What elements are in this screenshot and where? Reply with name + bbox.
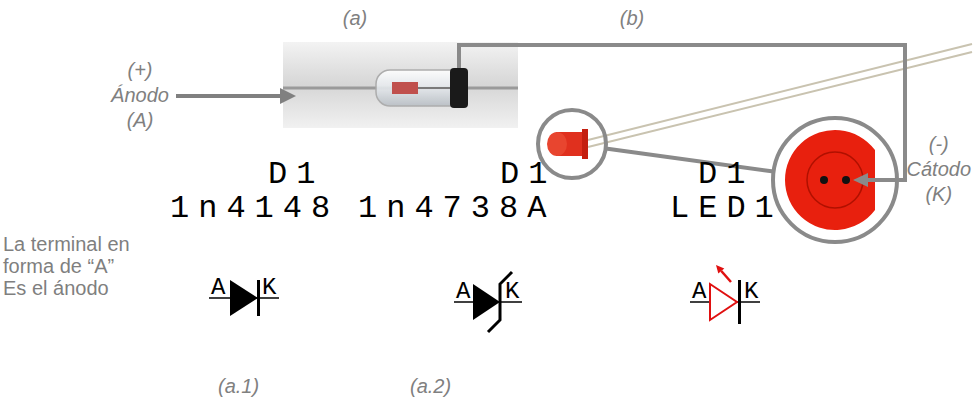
pin-label: K	[262, 276, 276, 300]
led-pin	[820, 176, 828, 184]
diode-photo	[283, 42, 518, 128]
led-dome	[547, 132, 567, 156]
view-label: (a)	[343, 6, 367, 31]
view-label: (b)	[620, 6, 644, 31]
light-arrow	[721, 271, 731, 282]
anode-arrow	[176, 88, 296, 104]
pin-label: A	[456, 280, 470, 304]
diode-die	[392, 82, 418, 94]
led-lead	[588, 52, 972, 147]
arrow-head	[716, 265, 724, 274]
part-number: LED1	[670, 192, 783, 226]
arrow-head	[280, 88, 296, 104]
part-number: 1n4738A	[358, 192, 555, 226]
pin-label: A	[692, 280, 706, 304]
led-lead	[588, 44, 972, 140]
part-designator: D1	[268, 158, 324, 192]
led-pin	[842, 176, 850, 184]
diode-triangle	[230, 280, 258, 316]
diode-triangle	[473, 284, 500, 320]
figure-label: (a.2)	[410, 374, 451, 399]
led-triangle	[710, 284, 737, 320]
diode-bar	[257, 280, 260, 316]
led-bottom-view	[785, 130, 875, 230]
part-number: 1n4148	[170, 192, 339, 226]
figure-label: (a.1)	[218, 374, 259, 399]
cathode-label: (-) Cátodo (K)	[907, 132, 971, 207]
anode-label: (+) Ánodo (A)	[111, 58, 169, 133]
photo-background	[283, 42, 518, 128]
inner-electrode	[418, 87, 450, 89]
led-symbol	[690, 265, 760, 324]
diode-bar	[738, 280, 741, 324]
pin-label: A	[211, 276, 225, 300]
part-designator: D1	[500, 158, 556, 192]
note-text: La terminal en forma de “A” Es el ánodo	[3, 233, 137, 299]
arrow-head	[853, 173, 868, 187]
pin-label: K	[744, 280, 758, 304]
leader-line	[176, 94, 282, 98]
led-rim	[582, 129, 588, 159]
part-designator: D1	[698, 158, 754, 192]
cathode-band	[450, 68, 468, 108]
pin-label: K	[505, 280, 519, 304]
zener-symbol	[454, 272, 522, 332]
